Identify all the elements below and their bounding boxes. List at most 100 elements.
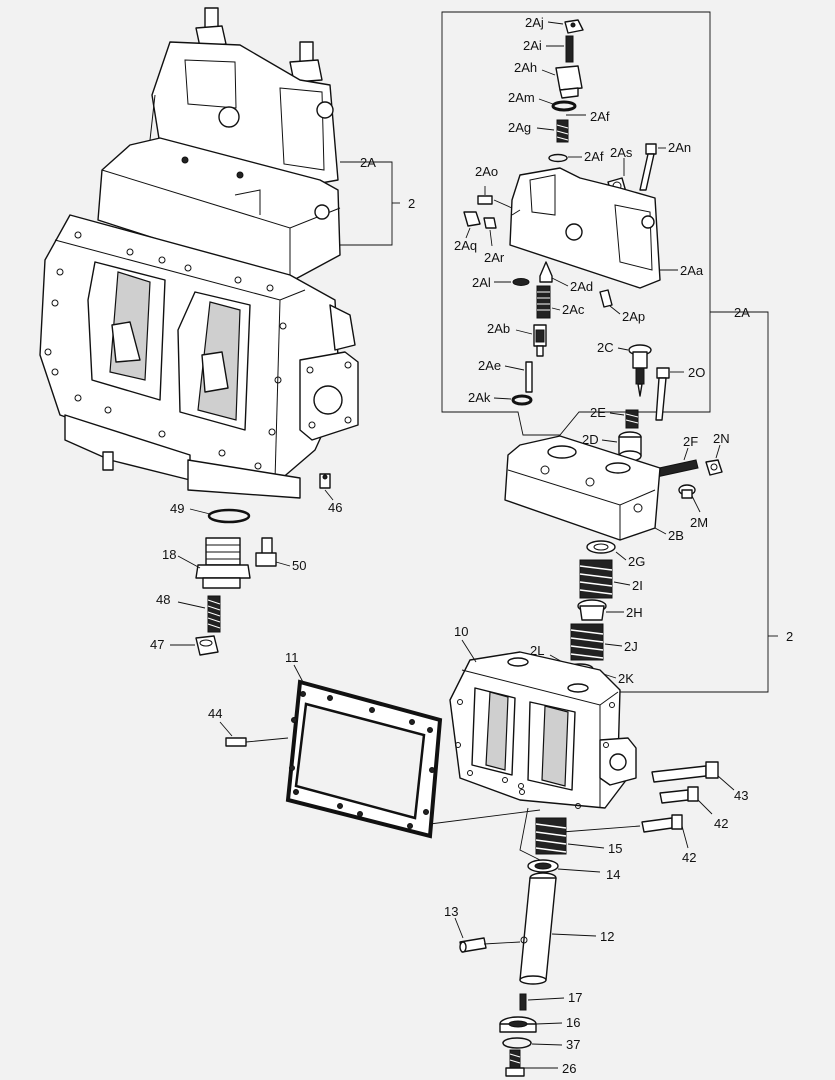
part-2Am-ring [538,98,577,112]
part-2Ag-spring [536,119,569,143]
callout-2Af-2: 2Af [584,149,604,164]
part-2Ar-plug [483,217,497,247]
callout-11: 11 [285,650,299,665]
part-15-spring [535,817,605,855]
part-2B-block [504,435,667,541]
part-16-seat [499,1016,563,1033]
part-2Ac-valve [536,285,561,319]
callout-42-2: 42 [682,850,696,865]
part-2Ao-pin [477,186,513,209]
part-10-pump-body [449,639,637,809]
callout-15: 15 [608,841,622,856]
callout-2K: 2K [618,671,634,686]
part-2Ae-pin [504,361,533,393]
callout-2Ab: 2Ab [487,321,510,336]
callout-43: 43 [734,788,748,803]
leader-42-to-body [561,825,641,833]
callout-44: 44 [208,706,222,721]
callout-2Ac: 2Ac [562,302,585,317]
callout-2As: 2As [610,145,633,160]
part-44-pin [219,721,289,747]
callout-2L: 2L [530,643,544,658]
callout-2E: 2E [590,405,606,420]
callout-2G: 2G [628,554,645,569]
callout-2F: 2F [683,434,698,449]
callout-42-1: 42 [714,816,728,831]
part-43-bolt [651,761,735,791]
part-2Al-ring [494,278,530,286]
callout-2H: 2H [626,605,643,620]
part-2G-washer [586,540,627,561]
callout-37: 37 [566,1037,580,1052]
part-47-nut [170,635,219,656]
part-2Aa-valve-block [509,167,678,289]
part-2M-plug [678,484,701,513]
callout-2Ao: 2Ao [475,164,498,179]
callout-2-top: 2 [408,196,415,211]
part-2Aj-nut [547,19,584,34]
callout-2N: 2N [713,431,730,446]
callout-2D: 2D [582,432,599,447]
callout-2Ad: 2Ad [570,279,593,294]
part-2Aq-plug [463,211,481,239]
callout-2Ak: 2Ak [468,390,491,405]
callout-2A-top: 2A [360,155,376,170]
part-46-screw [319,473,334,501]
callout-2M: 2M [690,515,708,530]
part-11-gasket [285,664,541,839]
callout-12: 12 [600,929,614,944]
part-14-washer [527,859,601,873]
assembly-bracket-left [340,161,400,246]
callout-2Ah: 2Ah [514,60,537,75]
callout-2Aa: 2Aa [680,263,704,278]
callout-13: 13 [444,904,458,919]
callout-2An: 2An [668,140,691,155]
part-2Ai-stud [546,35,574,63]
callout-2Ae: 2Ae [478,358,501,373]
callout-2Ap: 2Ap [622,309,645,324]
callout-2Ag: 2Ag [508,120,531,135]
part-2C-valve [617,344,652,397]
part-2Ad-plunger-tip [539,261,569,287]
callout-2I: 2I [632,578,643,593]
axis-line-plunger [519,807,541,861]
part-2Ak-ring [493,394,533,406]
callout-47: 47 [150,637,164,652]
callout-10: 10 [454,624,468,639]
callout-48: 48 [156,592,170,607]
callout-18: 18 [162,547,176,562]
part-42-bolt-lower [641,814,689,849]
callout-14: 14 [606,867,620,882]
assembled-pump-unit [39,7,359,499]
callout-2Ar: 2Ar [484,250,505,265]
callout-2-right: 2 [786,629,793,644]
callout-2O: 2O [688,365,705,380]
part-2Af-seal [548,153,582,163]
callout-2Aj: 2Aj [525,15,544,30]
part-2E-spring [609,409,639,429]
callout-2Ai: 2Ai [523,38,542,53]
part-2Ab-valve-body [515,324,547,357]
part-18-plug [177,537,251,589]
part-50-screw [255,537,291,567]
callout-2Aq: 2Aq [454,238,477,253]
part-2H-retainer [577,599,624,621]
callout-2Al: 2Al [472,275,491,290]
callout-16: 16 [566,1015,580,1030]
callout-2B: 2B [668,528,684,543]
part-26-screw [505,1049,558,1077]
part-2O-bolt [655,367,684,421]
part-2N-nut [705,444,723,476]
part-49-o-ring [189,508,251,524]
callout-26: 26 [562,1061,576,1076]
callout-49: 49 [170,501,184,516]
callout-2A-right: 2A [734,305,750,320]
callout-46: 46 [328,500,342,515]
callout-2Af-1: 2Af [590,109,610,124]
callout-50: 50 [292,558,306,573]
part-12-plunger [519,872,597,985]
detail-box-2A [441,11,778,693]
part-2Ap-pin [599,289,621,315]
part-2J-spring [570,623,623,661]
